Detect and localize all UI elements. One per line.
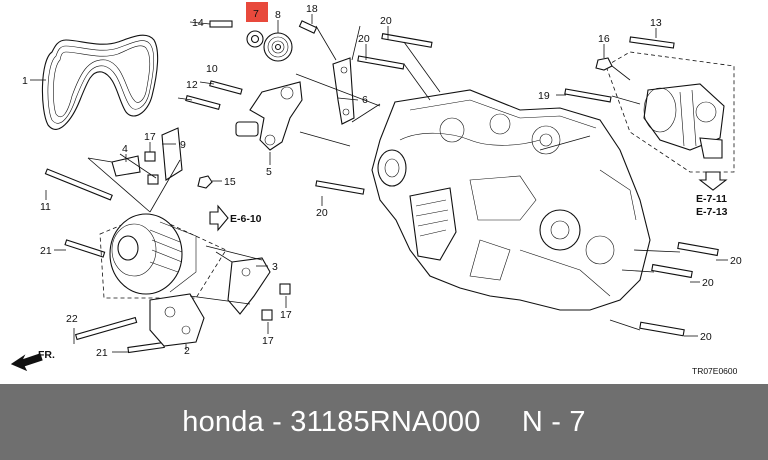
bolt-part-10: [209, 80, 243, 95]
reference-e-7-13: E-7-13: [696, 206, 728, 218]
drawing-code: TR07E0600: [692, 366, 738, 376]
callout-21-upper: 21: [40, 245, 52, 257]
washer-part-16: [595, 57, 613, 71]
bolt-part-21-upper: [64, 239, 106, 258]
callout-12: 12: [186, 79, 198, 91]
reference-arrow-e711: [698, 171, 728, 191]
reference-e-7-11: E-7-11: [696, 193, 727, 205]
callout-5: 5: [266, 166, 272, 178]
callout-21-lower: 21: [96, 347, 108, 359]
callout-8: 8: [275, 9, 281, 21]
bolt-part-11: [44, 168, 113, 201]
tensioner-bracket-part-6: [332, 57, 355, 125]
callout-3: 3: [272, 261, 278, 273]
drive-belt: [41, 34, 159, 130]
part-caption: honda - 31185RNA000 N - 7: [182, 405, 586, 438]
bolt-part-19: [564, 88, 612, 103]
bolt-part-20-r3: [639, 321, 685, 337]
callout-17-upper: 17: [144, 131, 156, 143]
bolt-part-20-mid: [357, 55, 405, 70]
callout-20-r2: 20: [702, 277, 714, 289]
callout-6: 6: [362, 94, 368, 106]
starter-motor: [643, 83, 725, 159]
bolt-part-20-top: [381, 33, 433, 48]
starter-frame: [605, 51, 735, 173]
callout-4: 4: [122, 143, 128, 155]
callout-9: 9: [180, 139, 186, 151]
callout-14: 14: [192, 17, 204, 29]
callout-20-mid: 20: [358, 33, 370, 45]
bolt-part-14: [209, 20, 233, 28]
bolt-part-20-left: [315, 180, 365, 195]
callout-7: 7: [253, 8, 259, 20]
bolt-part-17-mid: [279, 283, 291, 295]
callout-18: 18: [306, 3, 318, 15]
alternator-mount-part-3: [227, 257, 271, 315]
idler-pulley-group: [209, 20, 318, 62]
callout-20-r1: 20: [730, 255, 742, 267]
callout-19: 19: [538, 90, 550, 102]
callout-20-left: 20: [316, 207, 328, 219]
exploded-view-svg: 1 2 3 4 5 6 7 8 9 10 11 12 13 14 15 16 1…: [10, 2, 742, 376]
alternator-bracket-part-2: [149, 293, 205, 347]
front-direction-label: FR.: [38, 349, 55, 361]
highlight-part-7: [246, 2, 268, 22]
bolt-part-17-low: [261, 309, 273, 321]
callout-2: 2: [184, 345, 190, 357]
bolt-part-13: [629, 36, 675, 49]
engine-block: [371, 89, 651, 311]
tensioner-assembly: [235, 57, 355, 151]
reference-e-6-10: E-6-10: [230, 213, 262, 225]
bolt-part-12: [185, 94, 221, 110]
bolt-part-17-upper: [144, 151, 156, 162]
front-direction-arrow: [10, 353, 43, 372]
callout-20-r3: 20: [700, 331, 712, 343]
callout-17-mid: 17: [280, 309, 292, 321]
callout-20-top: 20: [380, 15, 392, 27]
bracket-part-9: [161, 127, 183, 181]
nut-part-15: [197, 175, 213, 189]
callout-11: 11: [40, 201, 51, 213]
bolt-part-20-r2: [651, 263, 693, 279]
bracket-part-4: [111, 155, 141, 177]
callout-15: 15: [224, 176, 236, 188]
callout-1: 1: [22, 75, 28, 87]
callout-13: 13: [650, 17, 662, 29]
footer-bar: honda - 31185RNA000 N - 7: [0, 384, 768, 460]
callout-22: 22: [66, 313, 78, 325]
leader-lines: [30, 14, 728, 353]
bolt-part-21-lower: [127, 341, 165, 354]
bolt-part-22: [74, 316, 138, 341]
reference-arrow-e610: [209, 204, 229, 232]
callout-17-low: 17: [262, 335, 274, 347]
bolt-part-20-r1: [677, 241, 719, 257]
callout-16: 16: [598, 33, 610, 45]
callout-10: 10: [206, 63, 218, 75]
bolt-part-18: [298, 20, 318, 34]
callout-labels: 1 2 3 4 5 6 7 8 9 10 11 12 13 14 15 16 1…: [22, 3, 742, 359]
parts-diagram: 1 2 3 4 5 6 7 8 9 10 11 12 13 14 15 16 1…: [10, 2, 742, 376]
alternator: [109, 213, 197, 295]
